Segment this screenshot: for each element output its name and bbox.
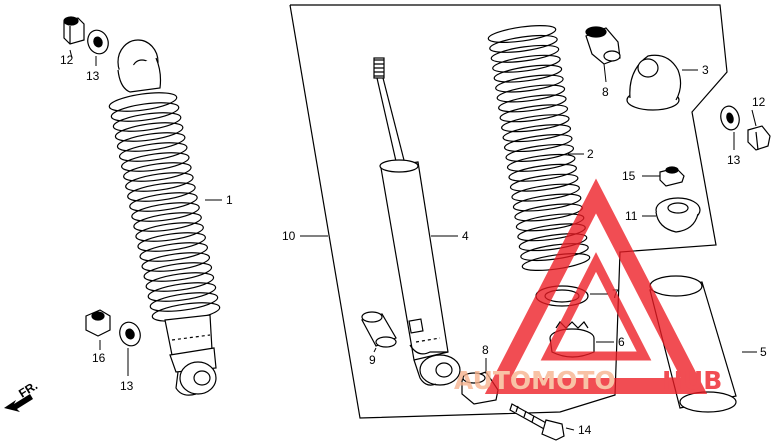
spring-coil bbox=[125, 172, 194, 192]
spring-coil bbox=[141, 252, 211, 272]
callout-3: 3 bbox=[702, 63, 709, 77]
callout-13-bottom-left: 13 bbox=[120, 379, 134, 393]
callout-15: 15 bbox=[622, 169, 636, 183]
spring-coil bbox=[116, 132, 186, 152]
complete-shock-absorber bbox=[108, 39, 221, 396]
washer-top-left bbox=[87, 29, 109, 55]
watermark-brand-right: HUB bbox=[662, 366, 722, 395]
front-direction-indicator: FR. bbox=[4, 378, 40, 412]
dust-cover bbox=[649, 275, 737, 413]
callout-8-lower: 8 bbox=[482, 343, 489, 357]
callout-9: 9 bbox=[369, 353, 376, 367]
callout-11: 11 bbox=[625, 209, 638, 223]
spring-coil bbox=[149, 292, 219, 312]
spring-coil bbox=[145, 272, 215, 292]
spring-coil bbox=[489, 34, 558, 53]
spring-coil bbox=[493, 64, 563, 83]
spring-coil bbox=[502, 124, 572, 143]
stopper-rubber bbox=[626, 54, 682, 111]
spring-coil bbox=[135, 222, 204, 242]
front-arrow-icon bbox=[4, 394, 33, 412]
spring-coil bbox=[127, 182, 196, 202]
lock-nut bbox=[659, 166, 685, 187]
spring-coil bbox=[509, 173, 579, 192]
mounting-bolt bbox=[509, 403, 565, 441]
callout-16: 16 bbox=[92, 351, 106, 365]
spring-coil bbox=[137, 232, 206, 252]
spring-coil bbox=[496, 84, 566, 103]
spring-coil bbox=[487, 25, 557, 43]
washer-bottom-left bbox=[119, 321, 141, 347]
watermark-triangle-outer bbox=[484, 178, 708, 394]
coil-spring bbox=[487, 25, 591, 271]
callout-13-top-left: 13 bbox=[86, 69, 100, 83]
spring-coil bbox=[123, 162, 192, 182]
spring-coil bbox=[495, 74, 564, 93]
callout-12-right: 12 bbox=[752, 95, 766, 109]
rubber-bushing-lower bbox=[461, 371, 499, 405]
callout-4: 4 bbox=[462, 229, 469, 243]
watermark-logo: AUTOMOTO HUB bbox=[454, 178, 722, 395]
spring-coil bbox=[120, 152, 190, 172]
callout-13-right: 13 bbox=[727, 153, 741, 167]
spring-coil bbox=[514, 203, 583, 222]
spring-coil bbox=[505, 143, 575, 162]
spring-coil bbox=[499, 104, 569, 123]
flange-nut-bottom-left bbox=[85, 309, 111, 337]
spring-coil bbox=[512, 193, 582, 212]
callout-14: 14 bbox=[578, 423, 592, 437]
callout-numbers: 1 2 3 4 5 6 7 8 8 9 10 11 12 12 13 13 13… bbox=[60, 53, 767, 437]
callout-5: 5 bbox=[760, 345, 767, 359]
spring-coil bbox=[139, 242, 209, 262]
spring-coil bbox=[110, 102, 180, 122]
callout-2: 2 bbox=[587, 147, 594, 161]
spring-coil bbox=[501, 114, 570, 133]
spring-coil bbox=[112, 112, 182, 132]
spring-coil bbox=[118, 142, 188, 162]
spring-coil bbox=[506, 153, 576, 172]
watermark-triangle-inner bbox=[540, 252, 652, 361]
spring-coil bbox=[133, 212, 202, 232]
rubber-bushing-top bbox=[585, 26, 621, 65]
spring-coil bbox=[490, 44, 560, 63]
spring-coil bbox=[518, 233, 588, 252]
spring-coil bbox=[498, 94, 567, 113]
damper-unit bbox=[373, 57, 461, 386]
spring-coil bbox=[147, 282, 217, 302]
spring-seat-upper bbox=[655, 197, 701, 233]
callout-6: 6 bbox=[618, 335, 625, 349]
spring-coil bbox=[511, 183, 580, 202]
front-direction-label: FR. bbox=[16, 378, 40, 400]
assembly-frame bbox=[289, 4, 728, 419]
spring-coil bbox=[508, 163, 577, 182]
callout-8-top: 8 bbox=[602, 85, 609, 99]
spring-coil bbox=[131, 202, 200, 222]
callout-1: 1 bbox=[226, 193, 233, 207]
collar-bushing bbox=[361, 311, 397, 348]
washer-right bbox=[720, 105, 740, 131]
cap-nut-right bbox=[747, 125, 771, 151]
spring-coil bbox=[108, 92, 178, 112]
watermark-brand-left: AUTOMOTO bbox=[454, 366, 616, 395]
callout-12-left: 12 bbox=[60, 53, 74, 67]
spring-coil bbox=[503, 134, 573, 153]
spring-coil bbox=[114, 122, 184, 142]
leader-lines bbox=[69, 49, 757, 431]
spring-coil bbox=[129, 192, 198, 212]
spring-coil bbox=[492, 54, 561, 73]
spring-coil bbox=[143, 262, 213, 282]
cap-nut-top-left bbox=[63, 16, 85, 45]
callout-10: 10 bbox=[282, 229, 296, 243]
